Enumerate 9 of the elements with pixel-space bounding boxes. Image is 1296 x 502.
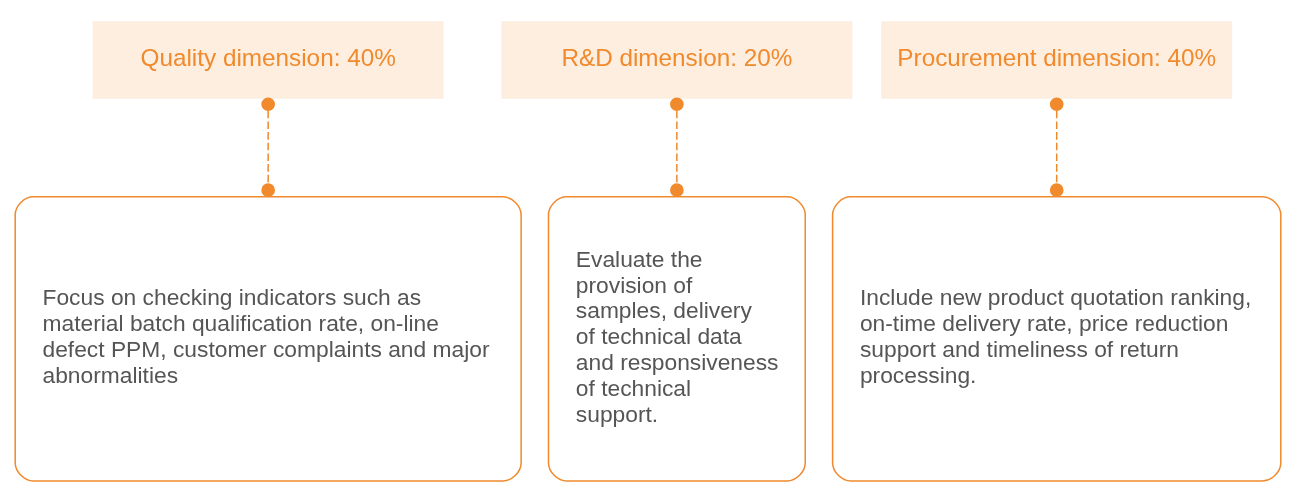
node-box: R&D dimension: 20% <box>501 20 853 99</box>
node-box: Focus on checking indicators such as material batch qualification rate, on-line defect PPM, customer complaints and major abnormalities <box>14 195 522 482</box>
node-box: Quality dimension: 40% <box>92 20 444 99</box>
connector <box>670 96 684 197</box>
node-box: Include new product quotation ranking, on-time delivery rate, price reduction support and timeliness of return processing. <box>831 195 1282 482</box>
node-box: Procurement dimension: 40% <box>881 20 1233 99</box>
node-box: Evaluate the provision of samples, delivery of technical data and responsiveness of technical support. <box>547 195 806 482</box>
connector <box>261 96 275 197</box>
connector <box>1049 96 1064 197</box>
